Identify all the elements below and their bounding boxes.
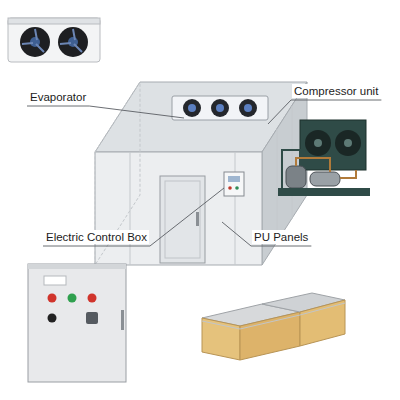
callout-label: Compressor unit	[292, 84, 380, 98]
control-box-illustration	[28, 264, 126, 382]
evaporator-unit	[8, 18, 100, 62]
callout-label: PU Panels	[252, 230, 310, 244]
callout-label: Electric Control Box	[44, 230, 149, 244]
callout-label: Evaporator	[28, 90, 88, 104]
leader-line	[268, 100, 381, 124]
leader-line	[27, 106, 184, 118]
leader-line	[222, 222, 311, 246]
compressor-unit	[278, 120, 370, 196]
leader-line	[43, 188, 224, 246]
pu-panel-illustration	[202, 293, 345, 360]
